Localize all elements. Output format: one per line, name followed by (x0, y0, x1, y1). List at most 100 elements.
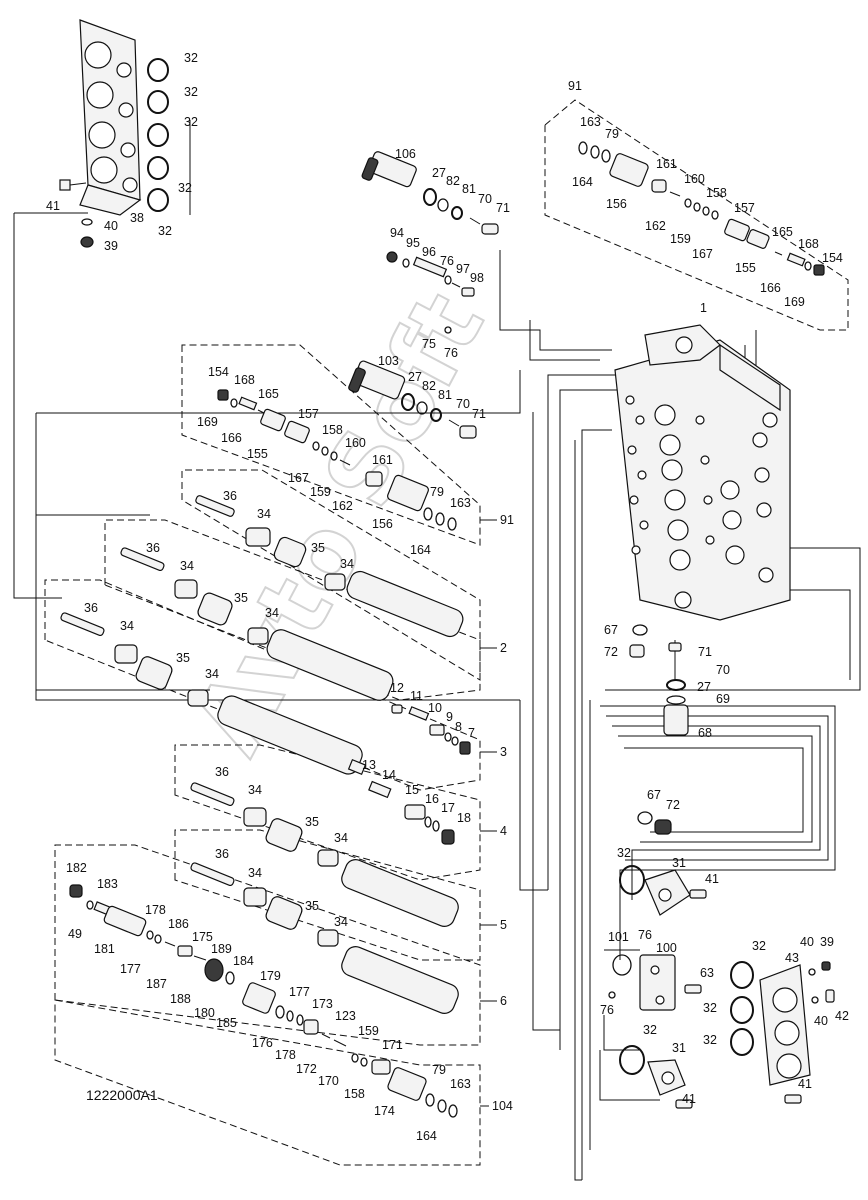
callout: 156 (606, 197, 627, 211)
valve-block-38 (79, 19, 142, 216)
spool-section-4 (60, 612, 455, 845)
callout: 167 (288, 471, 309, 485)
callout: 171 (382, 1038, 403, 1052)
callout: 186 (168, 917, 189, 931)
callout: 36 (215, 765, 229, 779)
pin-70-top (469, 217, 481, 225)
callout: 72 (666, 798, 680, 812)
callout: 32 (184, 85, 198, 99)
callout: 40 (800, 935, 814, 949)
callout: 49 (68, 927, 82, 941)
callout: 32 (158, 224, 172, 238)
callout: 159 (310, 485, 331, 499)
callout: 36 (146, 541, 160, 555)
ring-81-mid (430, 408, 442, 422)
callout: 32 (643, 1023, 657, 1037)
callout: 180 (194, 1006, 215, 1020)
callout: 160 (345, 436, 366, 450)
callout: 163 (450, 496, 471, 510)
pin-70-mid (448, 419, 460, 427)
callout: 183 (97, 877, 118, 891)
callout: 176 (252, 1036, 273, 1050)
callout: 106 (395, 147, 416, 161)
callout: 71 (472, 407, 486, 421)
group-outlines (44, 99, 849, 1166)
callouts-group-91-mid: 154 168 165 169 166 157 155 158 160 167 … (197, 365, 514, 557)
callout: 31 (672, 856, 686, 870)
callout: 34 (340, 557, 354, 571)
callout: 70 (716, 663, 730, 677)
spool-section-3 (120, 547, 471, 755)
callout: 189 (211, 942, 232, 956)
callout: 67 (647, 788, 661, 802)
callout: 177 (120, 962, 141, 976)
ring-27-mid (401, 393, 415, 411)
callouts-block-seal: 32 32 32 32 32 (158, 51, 198, 238)
callouts-spools: 36 34 35 34 2 36 34 35 34 36 34 35 34 3 … (84, 489, 507, 1008)
callout: 154 (208, 365, 229, 379)
callout: 43 (785, 951, 799, 965)
callout: 82 (422, 379, 436, 393)
callout: 184 (233, 954, 254, 968)
callouts-right-parts: 67 72 71 70 27 69 68 67 72 32 31 41 101 … (600, 623, 849, 1106)
callout: 36 (84, 601, 98, 615)
callout: 168 (798, 237, 819, 251)
callout: 79 (605, 127, 619, 141)
callouts-block: 41 40 38 39 (46, 199, 144, 253)
callout: 63 (700, 966, 714, 980)
callout: 38 (130, 211, 144, 225)
callout: 41 (46, 199, 60, 213)
callout: 32 (184, 51, 198, 65)
callout: 178 (275, 1048, 296, 1062)
callout: 101 (608, 930, 629, 944)
callout: 41 (798, 1077, 812, 1091)
callout: 187 (146, 977, 167, 991)
callout: 166 (221, 431, 242, 445)
callout: 123 (335, 1009, 356, 1023)
callout: 155 (247, 447, 268, 461)
callout: 159 (358, 1024, 379, 1038)
ring-82-mid (416, 401, 428, 415)
callout: 11 (410, 689, 423, 703)
main-valve-body-1 (614, 324, 791, 621)
callout: 35 (311, 541, 325, 555)
callout: 36 (215, 847, 229, 861)
callout: 32 (184, 115, 198, 129)
relief-valve-103 (348, 360, 406, 400)
callout: 161 (372, 453, 393, 467)
callout: 13 (362, 758, 376, 772)
seal-rings-32 (147, 58, 169, 212)
relief-valve-106 (361, 151, 417, 188)
callout: 68 (698, 726, 712, 740)
callout: 155 (735, 261, 756, 275)
callout: 40 (104, 219, 118, 233)
callout: 168 (234, 373, 255, 387)
callout: 70 (456, 397, 470, 411)
section-ticks (480, 519, 497, 1107)
callouts-group-104: 182 183 49 181 178 186 177 187 175 189 1… (66, 861, 513, 1143)
callout: 5 (500, 918, 507, 932)
callout: 32 (752, 939, 766, 953)
callout: 163 (580, 115, 601, 129)
callout: 156 (372, 517, 393, 531)
callouts-group-91-top: 91 163 79 164 156 161 160 162 158 159 15… (568, 79, 843, 309)
callout: 17 (441, 801, 455, 815)
callout: 172 (296, 1062, 317, 1076)
callout: 177 (289, 985, 310, 999)
callout: 41 (705, 872, 719, 886)
callout: 98 (470, 271, 484, 285)
callout: 170 (318, 1074, 339, 1088)
callout: 79 (432, 1063, 446, 1077)
callout: 178 (145, 903, 166, 917)
callout: 76 (440, 254, 454, 268)
cap-71-top (481, 223, 499, 235)
callout: 166 (760, 281, 781, 295)
callout: 35 (305, 815, 319, 829)
callout: 165 (772, 225, 793, 239)
callout: 12 (390, 681, 404, 695)
callout: 71 (496, 201, 510, 215)
ring-81-top (451, 206, 463, 220)
callout: 91 (500, 513, 514, 527)
callout: 16 (425, 792, 439, 806)
